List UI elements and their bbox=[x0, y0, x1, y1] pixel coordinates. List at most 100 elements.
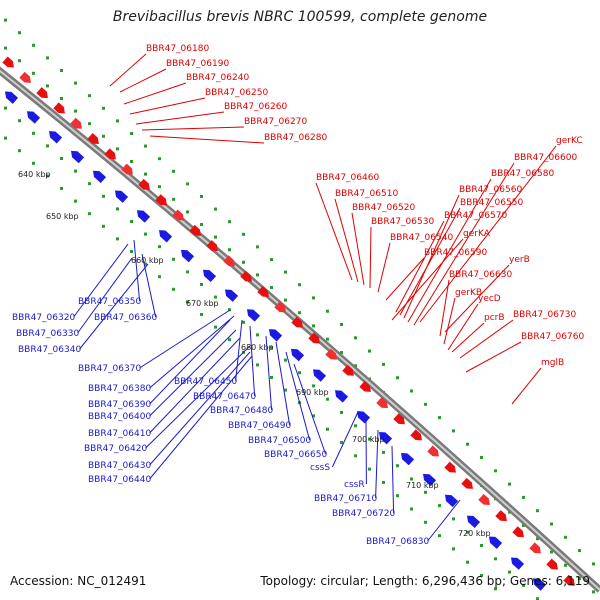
gene-label-BBR47_06600[interactable]: BBR47_06600 bbox=[514, 153, 577, 163]
gene-label-pcrB[interactable]: pcrB bbox=[484, 313, 505, 323]
tick-dot-2-20 bbox=[270, 346, 273, 349]
feature-rev-0 bbox=[5, 91, 19, 104]
feature-rev-18 bbox=[401, 452, 415, 466]
gene-label-BBR47_06830[interactable]: BBR47_06830 bbox=[366, 537, 429, 547]
gene-label-BBR47_06350[interactable]: BBR47_06350 bbox=[78, 297, 141, 307]
tick-dot-2-37 bbox=[508, 570, 511, 574]
gene-label-BBR47_06190[interactable]: BBR47_06190 bbox=[166, 59, 229, 69]
gene-label-mglB[interactable]: mglB bbox=[541, 358, 564, 368]
feature-rev-5 bbox=[115, 190, 129, 203]
gene-label-BBR47_06450[interactable]: BBR47_06450 bbox=[174, 377, 237, 387]
tick-dot-3-19 bbox=[256, 363, 259, 367]
gene-label-BBR47_06730[interactable]: BBR47_06730 bbox=[513, 310, 576, 320]
features-layer bbox=[2, 56, 575, 591]
gene-label-BBR47_06530[interactable]: BBR47_06530 bbox=[371, 217, 434, 227]
gene-label-gerKB[interactable]: gerKB bbox=[455, 288, 482, 298]
leader-line-BBR47_06470 bbox=[249, 325, 256, 397]
gene-label-cssS[interactable]: cssS bbox=[310, 463, 330, 473]
gene-label-BBR47_06280[interactable]: BBR47_06280 bbox=[264, 133, 327, 143]
leader-line-BBR47_06450 bbox=[235, 319, 243, 382]
tick-dot-3-2 bbox=[18, 149, 21, 153]
accession-text: Accession: NC_012491 bbox=[10, 574, 147, 588]
gene-label-BBR47_06550[interactable]: BBR47_06550 bbox=[460, 198, 523, 208]
gene-label-BBR47_06520[interactable]: BBR47_06520 bbox=[352, 203, 415, 213]
gene-label-BBR47_06710[interactable]: BBR47_06710 bbox=[314, 494, 377, 504]
tick-dot-1-15 bbox=[200, 223, 203, 226]
tick-dot-3-23 bbox=[312, 414, 315, 418]
gene-label-BBR47_06570[interactable]: BBR47_06570 bbox=[444, 211, 507, 221]
tick-dot-3-15 bbox=[200, 313, 203, 316]
gene-label-BBR47_06480[interactable]: BBR47_06480 bbox=[210, 406, 273, 416]
gene-label-BBR47_06360[interactable]: BBR47_06360 bbox=[94, 313, 157, 323]
gene-label-BBR47_06410[interactable]: BBR47_06410 bbox=[88, 429, 151, 439]
gene-label-BBR47_06340[interactable]: BBR47_06340 bbox=[18, 345, 81, 355]
tick-dot-2-25 bbox=[340, 411, 343, 414]
tick-dot-3-1 bbox=[4, 136, 7, 140]
tick-dot-1-10 bbox=[130, 160, 133, 163]
gene-label-BBR47_06720[interactable]: BBR47_06720 bbox=[332, 509, 395, 519]
tick-dot-1-1 bbox=[4, 46, 7, 50]
tick-dot-0-5 bbox=[60, 69, 63, 72]
leader-line-BBR47_06350 bbox=[133, 239, 141, 302]
gene-label-BBR47_06560[interactable]: BBR47_06560 bbox=[459, 185, 522, 195]
gene-label-BBR47_06630[interactable]: BBR47_06630 bbox=[449, 270, 512, 280]
gene-label-cssR[interactable]: cssR bbox=[344, 480, 365, 490]
tick-dot-2-5 bbox=[60, 157, 63, 160]
leader-line-BBR47_06490 bbox=[275, 341, 291, 426]
tick-dot-0-7 bbox=[88, 94, 91, 98]
tick-dot-1-20 bbox=[270, 286, 273, 289]
leader-line-BBR47_06730 bbox=[459, 319, 514, 359]
gene-label-BBR47_06320[interactable]: BBR47_06320 bbox=[12, 313, 75, 323]
gene-label-BBR47_06760[interactable]: BBR47_06760 bbox=[521, 332, 584, 342]
tick-dot-1-42 bbox=[578, 577, 581, 581]
tick-dot-2-10 bbox=[130, 220, 133, 223]
gene-label-BBR47_06510[interactable]: BBR47_06510 bbox=[335, 189, 398, 199]
gene-label-yecD[interactable]: yecD bbox=[478, 294, 501, 304]
gene-label-BBR47_06590[interactable]: BBR47_06590 bbox=[424, 248, 487, 258]
gene-label-BBR47_06270[interactable]: BBR47_06270 bbox=[244, 117, 307, 127]
gene-label-BBR47_06420[interactable]: BBR47_06420 bbox=[84, 444, 147, 454]
leader-line-BBR47_06500 bbox=[285, 351, 311, 441]
gene-label-BBR47_06430[interactable]: BBR47_06430 bbox=[88, 461, 151, 471]
gene-label-BBR47_06380[interactable]: BBR47_06380 bbox=[88, 384, 151, 394]
gene-label-BBR47_06440[interactable]: BBR47_06440 bbox=[88, 475, 151, 485]
feature-fwd-25 bbox=[427, 445, 439, 457]
gene-label-BBR47_06400[interactable]: BBR47_06400 bbox=[88, 412, 151, 422]
leader-line-BBR47_06580 bbox=[407, 178, 492, 323]
gene-label-BBR47_06470[interactable]: BBR47_06470 bbox=[193, 392, 256, 402]
feature-fwd-27 bbox=[461, 477, 473, 489]
feature-fwd-1 bbox=[19, 71, 31, 83]
gene-label-BBR47_06250[interactable]: BBR47_06250 bbox=[205, 88, 268, 98]
gene-label-BBR47_06370[interactable]: BBR47_06370 bbox=[78, 364, 141, 374]
gene-label-BBR47_06180[interactable]: BBR47_06180 bbox=[146, 44, 209, 54]
gene-label-BBR47_06460[interactable]: BBR47_06460 bbox=[316, 173, 379, 183]
tick-dot-3-30 bbox=[410, 507, 413, 511]
tick-label-5: 690 kbp bbox=[296, 388, 329, 397]
gene-label-BBR47_06650[interactable]: BBR47_06650 bbox=[264, 450, 327, 460]
gene-label-BBR47_06390[interactable]: BBR47_06390 bbox=[88, 400, 151, 410]
gene-label-BBR47_06330[interactable]: BBR47_06330 bbox=[16, 329, 79, 339]
leader-line-BBR47_06400 bbox=[149, 329, 237, 417]
tick-dot-2-3 bbox=[32, 131, 35, 135]
map-title: Brevibacillus brevis NBRC 100599, comple… bbox=[112, 9, 488, 25]
gene-label-BBR47_06500[interactable]: BBR47_06500 bbox=[248, 436, 311, 446]
tick-dot-1-14 bbox=[186, 210, 189, 214]
gene-label-gerKC[interactable]: gerKC bbox=[556, 136, 583, 146]
tick-dot-3-7 bbox=[88, 212, 91, 216]
gene-label-yerB[interactable]: yerB bbox=[509, 255, 530, 265]
tick-dot-2-21 bbox=[284, 358, 287, 362]
feature-rev-16 bbox=[357, 411, 371, 424]
leader-line-BBR47_06340 bbox=[79, 263, 149, 350]
gene-label-BBR47_06580[interactable]: BBR47_06580 bbox=[491, 169, 554, 179]
gene-label-BBR47_06260[interactable]: BBR47_06260 bbox=[224, 102, 287, 112]
leader-line-BBR47_06630 bbox=[439, 279, 450, 337]
genome-backbone-highlight bbox=[0, 69, 600, 591]
gene-label-BBR47_06240[interactable]: BBR47_06240 bbox=[186, 73, 249, 83]
gene-label-BBR47_06490[interactable]: BBR47_06490 bbox=[228, 421, 291, 431]
gene-label-BBR47_06540[interactable]: BBR47_06540 bbox=[390, 233, 453, 243]
tick-dot-2-15 bbox=[200, 283, 203, 286]
feature-rev-23 bbox=[511, 557, 525, 570]
feature-rev-11 bbox=[247, 309, 261, 322]
gene-label-gerKA[interactable]: gerKA bbox=[463, 229, 491, 239]
